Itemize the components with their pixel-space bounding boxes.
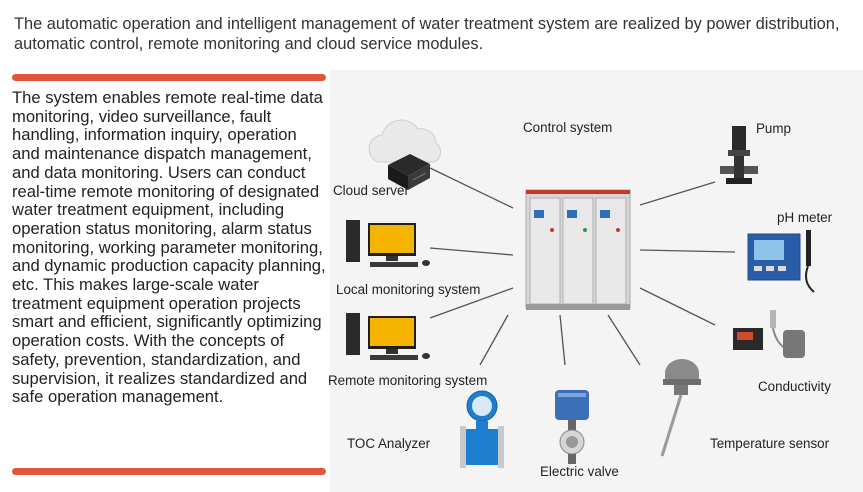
desktop-computer-icon — [346, 313, 430, 360]
remote-monitoring-label: Remote monitoring system — [328, 373, 488, 388]
intro-text: The automatic operation and intelligent … — [14, 15, 840, 53]
electric-valve-icon — [555, 390, 589, 464]
accent-bar-top — [12, 74, 326, 81]
accent-bar-bottom — [12, 468, 326, 475]
conductivity-meter-icon — [733, 310, 805, 358]
pump-icon — [720, 126, 758, 184]
connector-temp — [607, 314, 641, 366]
control-cabinet-icon — [525, 189, 631, 310]
conductivity-label: Conductivity — [758, 379, 831, 394]
connector-ph — [639, 249, 736, 253]
connector-valve — [559, 314, 566, 366]
electric-valve-label: Electric valve — [540, 464, 619, 479]
ph-meter-label: pH meter — [777, 210, 833, 225]
connector-lines — [429, 167, 736, 366]
temperature-sensor-icon — [660, 359, 701, 457]
connector-pump — [639, 181, 716, 206]
toc-analyzer-label: TOC Analyzer — [347, 436, 431, 451]
pump-label: Pump — [756, 121, 791, 136]
ph-meter-icon — [747, 230, 815, 293]
cloud-server-label: Cloud server — [333, 183, 409, 198]
connector-local — [429, 247, 514, 256]
connector-cloud — [429, 167, 514, 209]
description-text: The system enables remote real-time data… — [12, 88, 326, 407]
toc-analyzer-icon — [460, 390, 504, 468]
diagram-graphics — [346, 119, 815, 468]
connector-conductivity — [639, 287, 716, 326]
cloud-server-icon — [368, 119, 442, 190]
local-monitoring-label: Local monitoring system — [336, 282, 481, 297]
desktop-computer-icon — [346, 220, 430, 267]
control-system-label: Control system — [523, 120, 613, 135]
system-diagram: Control system Cloud server Local monito… — [328, 70, 863, 492]
connector-remote — [429, 287, 514, 319]
connector-toc — [479, 314, 509, 366]
temperature-sensor-label: Temperature sensor — [710, 436, 830, 451]
